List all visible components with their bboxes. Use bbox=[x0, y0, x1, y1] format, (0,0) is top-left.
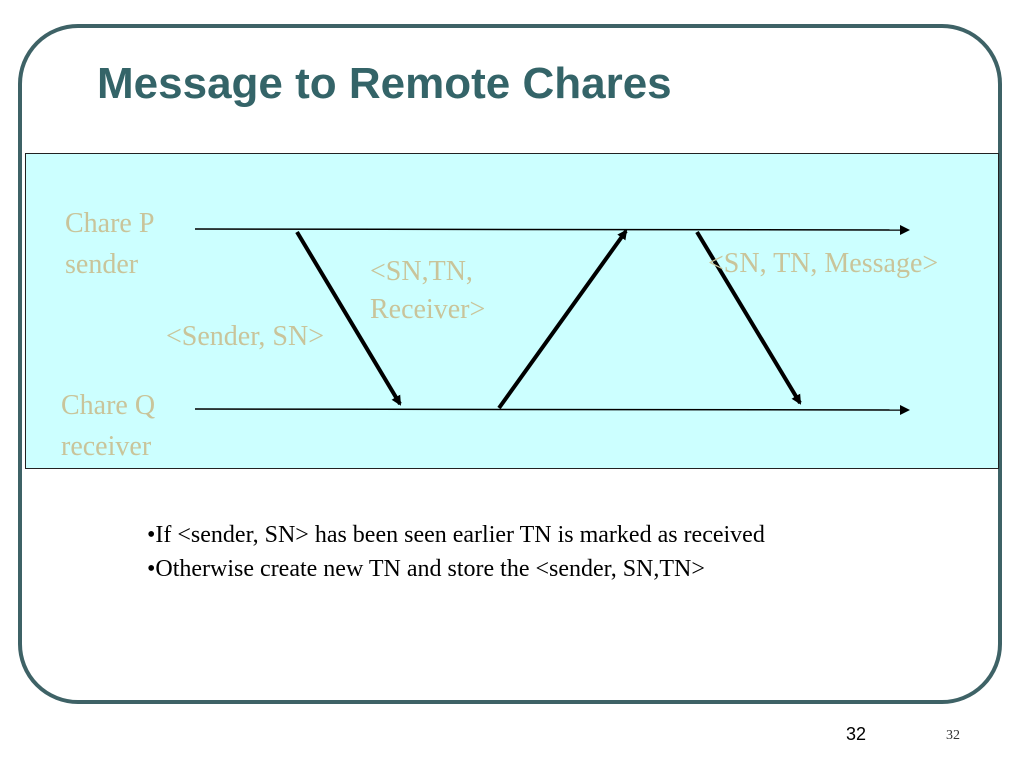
chare-q-label: Chare Q bbox=[61, 390, 156, 421]
slide-number: 32 bbox=[846, 724, 867, 744]
note-item: •Otherwise create new TN and store the <… bbox=[147, 556, 705, 582]
chare-q-role-label: receiver bbox=[61, 431, 152, 462]
message-label-sender-sn: <Sender, SN> bbox=[166, 321, 325, 352]
diagram-panel bbox=[25, 153, 999, 469]
chare-p-role-label: sender bbox=[65, 249, 139, 280]
page-number: 32 bbox=[946, 728, 960, 743]
chare-q-timeline bbox=[194, 404, 910, 415]
arrow-sn-tn-receiver bbox=[497, 229, 628, 410]
message-label-sn-tn-receiver-line2: Receiver> bbox=[370, 294, 486, 325]
note-item: •If <sender, SN> has been seen earlier T… bbox=[147, 522, 765, 548]
message-label-sn-tn-message: <SN, TN, Message> bbox=[708, 248, 939, 279]
arrow-sn-tn-message bbox=[695, 230, 802, 405]
arrow-sender-sn bbox=[295, 230, 402, 406]
message-label-sn-tn-receiver-line1: <SN,TN, bbox=[370, 256, 473, 287]
chare-p-timeline bbox=[194, 224, 910, 235]
chare-p-label: Chare P bbox=[65, 208, 155, 239]
slide-title: Message to Remote Chares bbox=[97, 59, 672, 108]
notes-list: •If <sender, SN> has been seen earlier T… bbox=[147, 518, 765, 586]
